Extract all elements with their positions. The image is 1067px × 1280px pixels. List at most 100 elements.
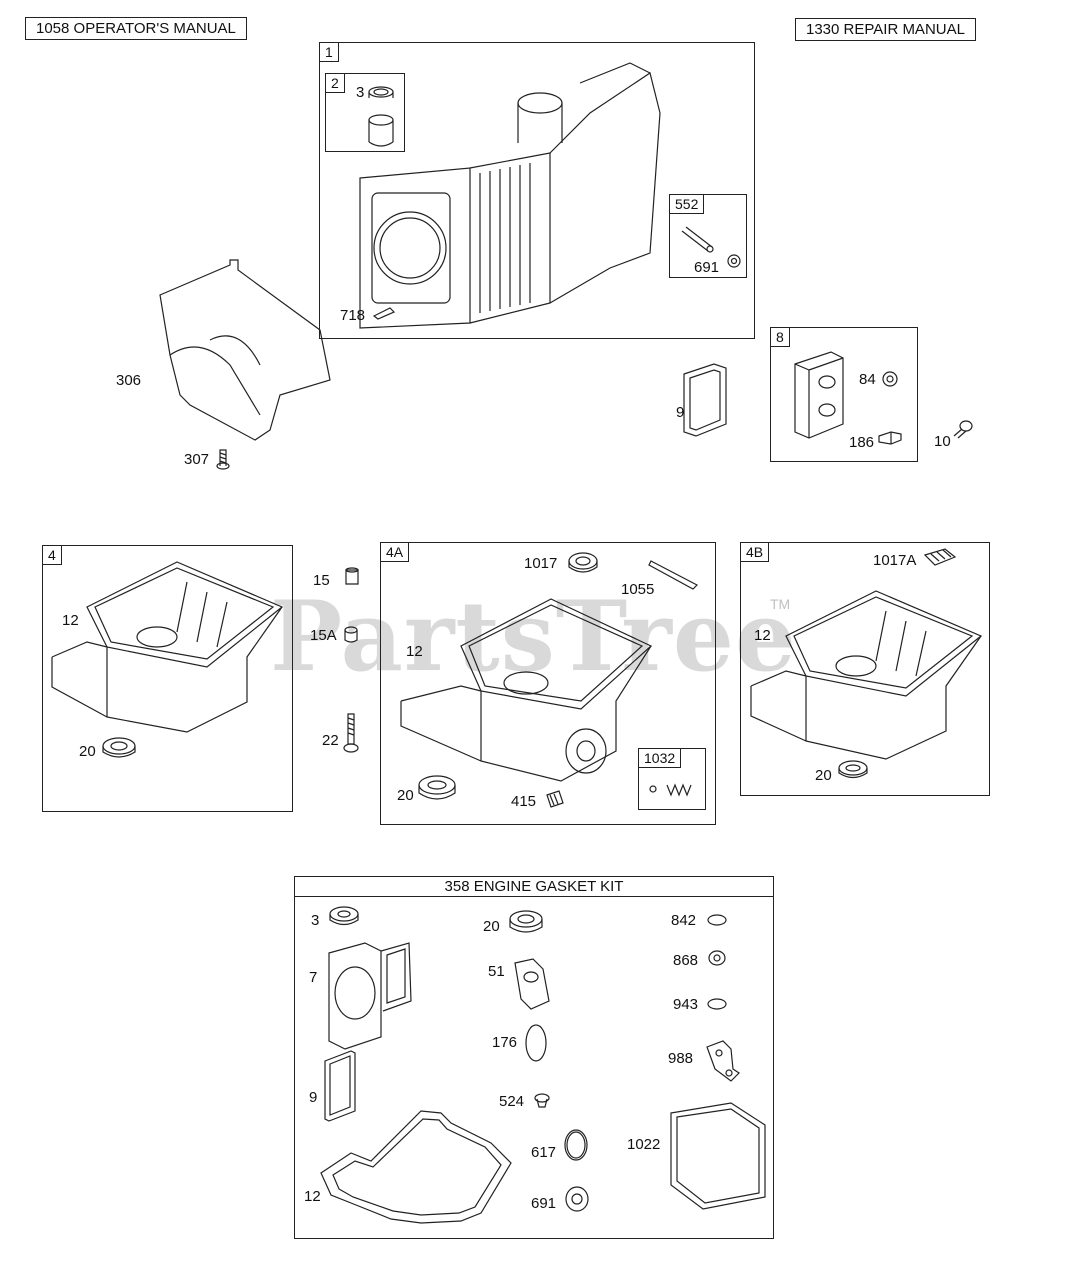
group-4a-box: 4A 1017 1055 12 20 415 1032 [380, 542, 716, 825]
kit-gasket-9-icon [324, 1050, 356, 1122]
group-2-tag[interactable]: 2 [325, 73, 345, 93]
breather-cover-icon [794, 351, 844, 439]
group-4b-tag[interactable]: 4B [740, 542, 770, 562]
kit-oring-842-icon [707, 914, 727, 926]
kit-label-9[interactable]: 9 [309, 1089, 318, 1106]
grommet-84-icon [882, 371, 898, 387]
kit-label-176[interactable]: 176 [492, 1034, 518, 1051]
group-1-tag[interactable]: 1 [319, 42, 339, 62]
seal-20-4a-icon [418, 775, 456, 800]
gasket-9-icon [683, 363, 727, 437]
fitting-186-icon [878, 431, 902, 445]
group-1032-tag[interactable]: 1032 [638, 748, 682, 768]
part-label-10[interactable]: 10 [934, 433, 951, 450]
kit-seal-691-icon [565, 1186, 589, 1212]
part-label-3[interactable]: 3 [356, 84, 365, 101]
sump-4-icon [51, 561, 284, 733]
seal-20-4b-icon [838, 760, 868, 779]
part-label-9[interactable]: 9 [676, 404, 685, 421]
part-label-20[interactable]: 20 [79, 743, 96, 760]
kit-label-868[interactable]: 868 [673, 952, 699, 969]
kit-gasket-176-icon [525, 1024, 547, 1062]
part-label-20-4a[interactable]: 20 [397, 787, 414, 804]
part-label-12-4b[interactable]: 12 [754, 627, 771, 644]
pin-718-icon [372, 307, 396, 320]
cylinder-sleeve-icon [368, 86, 394, 147]
group-4b-box: 4B 1017A 12 20 [740, 542, 990, 796]
kit-seal-868-icon [708, 950, 726, 966]
plug-15a-icon [344, 626, 358, 643]
kit-bracket-988-icon [706, 1040, 740, 1082]
kit-gasket-51-icon [514, 958, 550, 1010]
plug-15-icon [345, 567, 359, 585]
rod-1055-icon [648, 560, 699, 590]
group-1032-box: 1032 [638, 748, 706, 810]
gasket-kit-box: 358 ENGINE GASKET KIT 3 20 842 7 51 868 … [294, 876, 774, 1239]
kit-label-524[interactable]: 524 [499, 1093, 525, 1110]
seal-20-icon [102, 737, 136, 758]
part-label-186[interactable]: 186 [849, 434, 875, 451]
part-label-306[interactable]: 306 [116, 372, 142, 389]
part-label-1055[interactable]: 1055 [621, 581, 655, 598]
part-label-84[interactable]: 84 [859, 371, 876, 388]
plug-415-icon [546, 790, 564, 808]
dowel-pin-icon [681, 226, 714, 253]
part-label-12[interactable]: 12 [62, 612, 79, 629]
kit-label-7[interactable]: 7 [309, 969, 318, 986]
part-label-12-4a[interactable]: 12 [406, 643, 423, 660]
group-4-box: 4 12 20 [42, 545, 293, 812]
group-1-box: 1 2 3 552 691 718 [319, 42, 755, 339]
group-552-box: 552 691 [669, 194, 747, 278]
part-label-718[interactable]: 718 [340, 307, 366, 324]
kit-label-988[interactable]: 988 [668, 1050, 694, 1067]
kit-label-617[interactable]: 617 [531, 1144, 557, 1161]
kit-head-gasket-7-icon [328, 942, 412, 1050]
watermark-trademark: TM [770, 596, 791, 612]
kit-cover-gasket-1022-icon [670, 1102, 766, 1210]
part-label-20-4b[interactable]: 20 [815, 767, 832, 784]
watermark-logo: PartsTree [270, 580, 797, 693]
bolt-307-icon [216, 449, 230, 470]
group-8-tag[interactable]: 8 [770, 327, 790, 347]
operators-manual-link[interactable]: 1058 OPERATOR'S MANUAL [25, 17, 247, 40]
group-552-tag[interactable]: 552 [669, 194, 705, 214]
spring-1032-icon [649, 783, 692, 797]
group-8-box: 8 84 186 [770, 327, 918, 462]
kit-label-691[interactable]: 691 [531, 1195, 557, 1212]
sump-4a-icon [400, 598, 653, 782]
kit-label-12[interactable]: 12 [304, 1188, 321, 1205]
kit-label-943[interactable]: 943 [673, 996, 699, 1013]
kit-label-842[interactable]: 842 [671, 912, 697, 929]
sump-4b-icon [750, 590, 983, 760]
kit-label-20[interactable]: 20 [483, 918, 500, 935]
kit-label-1022[interactable]: 1022 [627, 1136, 661, 1153]
kit-seal-3-icon [329, 906, 359, 926]
kit-oring-943-icon [707, 998, 727, 1010]
kit-gasket-617-icon [564, 1129, 588, 1161]
kit-label-3[interactable]: 3 [311, 912, 320, 929]
repair-manual-link[interactable]: 1330 REPAIR MANUAL [795, 18, 976, 41]
group-4a-tag[interactable]: 4A [380, 542, 410, 562]
part-label-15[interactable]: 15 [313, 572, 330, 589]
part-label-22[interactable]: 22 [322, 732, 339, 749]
part-label-1017a[interactable]: 1017A [873, 552, 917, 569]
kit-label-51[interactable]: 51 [488, 963, 505, 980]
engine-block-icon [359, 62, 661, 329]
group-4-tag[interactable]: 4 [42, 545, 62, 565]
part-label-307[interactable]: 307 [184, 451, 210, 468]
washer-icon [727, 254, 741, 268]
part-label-15a[interactable]: 15A [310, 627, 337, 644]
bolt-22-icon [343, 713, 359, 753]
kit-valve-524-icon [534, 1093, 550, 1108]
gasket-kit-title[interactable]: 358 ENGINE GASKET KIT [295, 877, 773, 897]
part-label-415[interactable]: 415 [511, 793, 537, 810]
part-label-691[interactable]: 691 [694, 259, 720, 276]
kit-sump-gasket-12-icon [320, 1110, 512, 1224]
part-label-1017[interactable]: 1017 [524, 555, 558, 572]
filter-1017-icon [568, 552, 598, 573]
bolt-10-icon [953, 420, 973, 439]
kit-seal-20-icon [509, 910, 543, 933]
cylinder-shroud-icon [159, 259, 331, 441]
group-2-box: 2 3 [325, 73, 405, 152]
filter-1017a-icon [923, 548, 957, 566]
